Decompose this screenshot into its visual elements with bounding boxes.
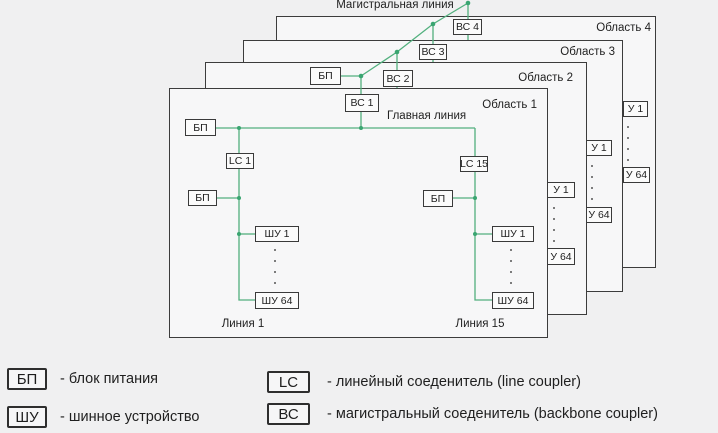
power-supply-backbone-box: БП <box>310 67 341 85</box>
ellipsis-dots <box>591 165 593 200</box>
ellipsis-dots <box>627 126 629 161</box>
line1-bus <box>238 128 255 301</box>
bus-device-64-line1-box: ШУ 64 <box>255 292 299 309</box>
junction-dot <box>473 232 477 236</box>
junction-dot <box>358 73 364 79</box>
legend-line-coupler-symbol: LC <box>267 371 310 393</box>
ellipsis-dots <box>274 249 276 284</box>
junction-dot <box>465 0 471 6</box>
junction-dot <box>237 196 241 200</box>
line-coupler-1-box: LC 1 <box>226 153 254 169</box>
bus-device-64-line15-box: ШУ 64 <box>492 292 534 309</box>
power-supply-line1-box: БП <box>188 190 217 206</box>
junction-dot <box>473 196 477 200</box>
area-4-label: Область 4 <box>596 22 651 34</box>
ellipsis-dots <box>553 207 555 242</box>
junction-dot <box>430 21 436 27</box>
line-1-label: Линия 1 <box>221 318 265 330</box>
legend-bus-device-description: - шинное устройство <box>60 409 200 425</box>
ellipsis-dots <box>510 249 512 284</box>
area-1-sheet: Область 1 <box>169 88 548 338</box>
bus-device-1-line15-box: ШУ 1 <box>492 226 534 242</box>
area-1-label: Область 1 <box>482 99 537 111</box>
main-line-label: Главная линия <box>387 110 467 122</box>
junction-dot <box>394 49 400 55</box>
legend-power-supply-symbol: БП <box>7 368 47 390</box>
bus-device-1-line1-box: ШУ 1 <box>255 226 299 242</box>
bus-device-1-partial-area4: У 1 <box>623 101 648 117</box>
backbone-coupler-1-box: ВС 1 <box>345 94 379 112</box>
bus-device-64-partial-area3: У 64 <box>586 207 612 223</box>
junction-dot <box>359 126 363 130</box>
legend-bus-device-symbol: ШУ <box>7 406 47 428</box>
junction-dot <box>237 232 241 236</box>
area-3-label: Область 3 <box>560 46 615 58</box>
area-2-label: Область 2 <box>518 72 573 84</box>
legend-line-coupler-description: - линейный соеденитель (line coupler) <box>327 374 581 390</box>
backbone-coupler-3-box: ВС 3 <box>419 44 447 60</box>
junction-dot <box>237 126 241 130</box>
legend-backbone-coupler-symbol: ВС <box>267 403 310 425</box>
backbone-line-label: Магистральная линия <box>336 0 454 11</box>
power-supply-line15-box: БП <box>423 190 453 207</box>
legend-backbone-coupler-description: - магистральный соеденитель (backbone co… <box>327 406 658 422</box>
bus-device-1-partial-area3: У 1 <box>586 140 612 156</box>
line-coupler-15-box: LC 15 <box>459 156 489 172</box>
backbone-coupler-4-box: ВС 4 <box>453 19 482 35</box>
bus-device-64-partial-area2: У 64 <box>547 248 575 265</box>
legend-power-supply-description: - блок питания <box>60 371 159 387</box>
power-supply-main-line-box: БП <box>185 119 216 136</box>
line-15-label: Линия 15 <box>455 318 505 330</box>
backbone-coupler-2-box: ВС 2 <box>383 70 413 87</box>
line15-bus <box>474 128 492 301</box>
bus-device-1-partial-area2: У 1 <box>547 182 575 198</box>
bus-device-64-partial-area4: У 64 <box>623 167 650 183</box>
backbone-diagonal-line <box>360 2 469 77</box>
